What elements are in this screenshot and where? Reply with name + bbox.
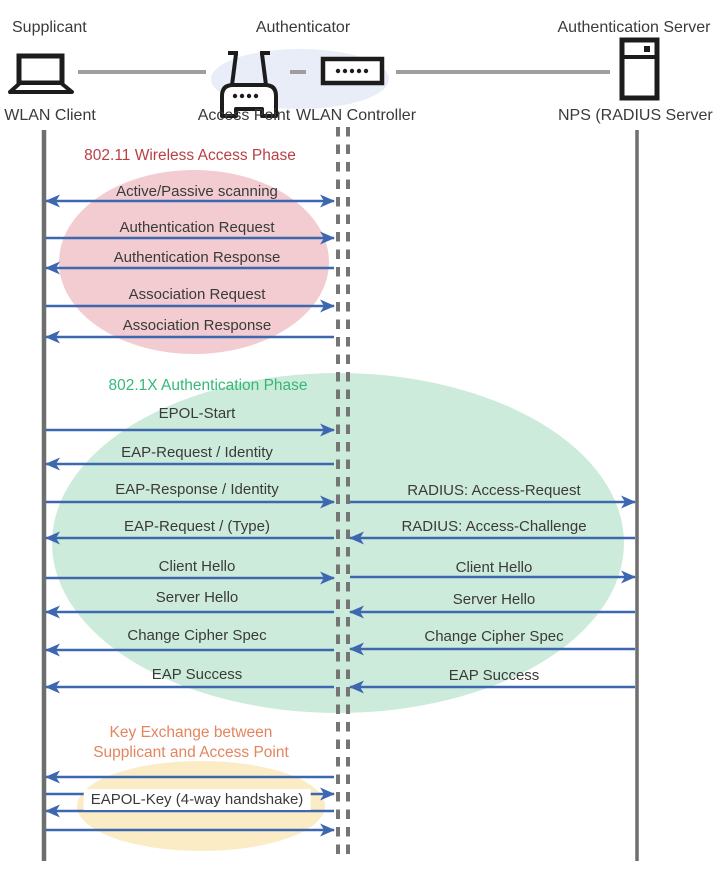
phase2-title: 802.1X Authentication Phase <box>108 377 308 394</box>
wlan-controller-icon <box>320 56 385 86</box>
phase2-ellipse <box>52 373 624 713</box>
device-label-wlan-controller: WLAN Controller <box>295 107 417 124</box>
server-icon <box>619 37 660 101</box>
phase3-title: Key Exchange between Supplicant and Acce… <box>93 724 289 761</box>
phase1-ellipse <box>59 170 329 354</box>
device-label-access-point: Access Point <box>197 107 291 124</box>
access-point-icon <box>220 51 278 118</box>
actor-role-authenticator: Authenticator <box>255 19 351 36</box>
device-label-wlan-client: WLAN Client <box>4 107 96 124</box>
actor-role-authentication-server: Authentication Server <box>557 19 711 36</box>
device-label-nps-radius-server: NPS (RADIUS Server) <box>557 107 713 124</box>
laptop-icon <box>8 53 74 94</box>
actor-role-supplicant: Supplicant <box>12 19 87 36</box>
phase1-title: 802.11 Wireless Access Phase <box>84 147 296 164</box>
